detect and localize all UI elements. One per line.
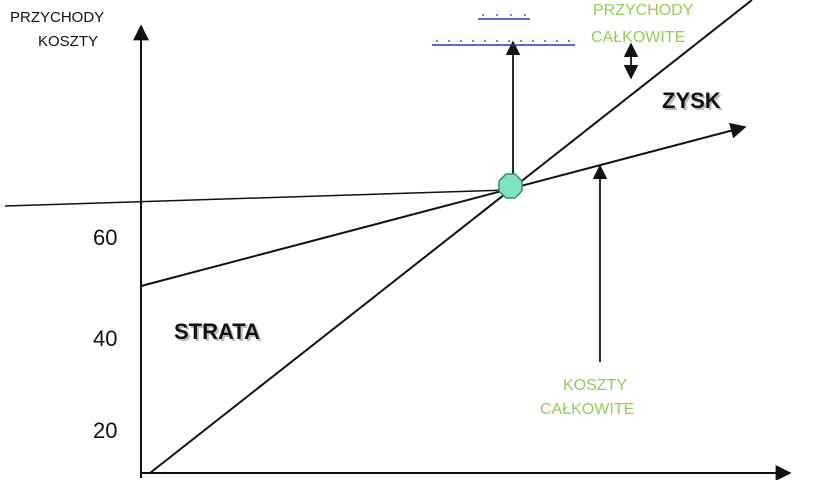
total-cost-line (140, 122, 747, 287)
loss-region-label: STRATA (174, 319, 260, 344)
loss-region-label-shadow: STRATA (176, 321, 262, 346)
octagon-marker-icon (498, 173, 523, 199)
y-tick-20: 20 (93, 418, 117, 443)
y-tick-60: 60 (93, 225, 117, 250)
cost-label-line-2: CAŁKOWITE (540, 401, 634, 418)
y-axis-label-line-1: PRZYCHODY (10, 9, 104, 26)
cost-label-line-1: KOSZTY (563, 377, 627, 394)
revenue-label-line-1: PRZYCHODY (593, 2, 694, 19)
revenue-label-line-2: CAŁKOWITE (591, 29, 685, 46)
break-even-horizontal-line (4, 189, 509, 207)
y-tick-40: 40 (93, 326, 117, 351)
total-revenue-line (149, 0, 753, 474)
y-axis-label-line-2: KOSZTY (38, 33, 98, 50)
profit-region-label: ZYSK (662, 88, 721, 113)
profit-region-label-shadow: ZYSK (664, 90, 723, 115)
